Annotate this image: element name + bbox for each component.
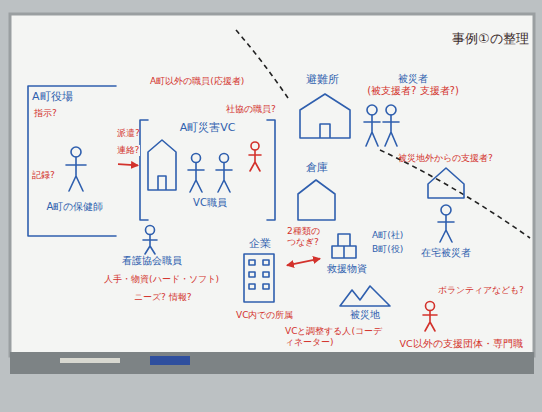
node-figure: 在宅被災者 — [418, 165, 474, 260]
person-icon — [383, 115, 399, 146]
node-figure: 被災地 — [335, 282, 395, 322]
arrow-connector — [118, 164, 138, 165]
person-icon — [216, 163, 232, 192]
person-icon — [249, 150, 261, 171]
node-label: VC以外の支援団体・専門職 — [399, 338, 522, 349]
marker — [60, 358, 120, 363]
blue-drawing — [28, 86, 464, 306]
marker — [150, 356, 190, 365]
node-figure: 被災者(被支援者? 支援者?) — [358, 72, 468, 150]
warehouse-icon — [298, 180, 335, 220]
handwritten-note: 記録? — [32, 170, 55, 181]
office-outline — [28, 86, 116, 236]
dashed-line — [236, 30, 288, 98]
handwritten-note: VCと調整する人(コーディネーター) — [285, 326, 390, 348]
node-label: 在宅被災者 — [421, 247, 471, 259]
node-label: A町役場 — [32, 90, 73, 103]
person-icon — [251, 142, 259, 150]
company-icon — [244, 254, 274, 302]
handwritten-note: 派遣? — [117, 128, 140, 139]
node-figure: A町災害VC VC職員 — [140, 120, 275, 220]
edge-label: 2種類のつなぎ? — [286, 226, 322, 248]
node-label: 倉庫 — [306, 161, 328, 174]
person-icon — [71, 147, 81, 157]
person-icon — [143, 235, 157, 255]
person-icon — [386, 105, 396, 115]
shelter-icon — [300, 94, 350, 138]
node-label: (被支援者? 支援者?) — [367, 85, 459, 97]
node-label: A町の保健師 — [47, 201, 104, 213]
person-icon — [426, 302, 435, 311]
person-icon — [188, 163, 204, 192]
person-icon — [441, 205, 451, 215]
board-title: 事例①の整理 — [452, 30, 529, 48]
handwritten-note: 社協の職員? — [226, 104, 276, 115]
node-label: 避難所 — [306, 73, 339, 86]
board — [10, 14, 534, 356]
handwritten-note: 人手・物資(ハード・ソフト) — [104, 274, 219, 285]
edge-label: 連絡? — [116, 145, 141, 156]
marker-tray — [10, 352, 534, 374]
person-icon — [66, 157, 86, 191]
node-figure: VC職員 — [180, 150, 240, 210]
handwritten-note: ボランティアなども? — [438, 285, 524, 296]
mountain-icon — [340, 286, 390, 306]
arrow-connector — [287, 259, 320, 266]
person-icon — [192, 154, 201, 163]
node-figure: 避難所 — [290, 72, 355, 140]
node-label: 救援物資 — [327, 263, 367, 275]
node-figure: VC以外の支援団体・専門職 — [397, 300, 525, 350]
node-label: 看護協会職員 — [122, 255, 182, 267]
handwritten-note: ニーズ? 情報? — [134, 292, 191, 303]
boundary-lines — [236, 30, 530, 238]
handwritten-note: VC内での所属 — [236, 310, 293, 321]
red-drawing — [249, 142, 437, 331]
node-figure: 看護協会職員 — [112, 224, 192, 268]
person-icon — [364, 115, 380, 146]
handwritten-note: A町(社) — [372, 230, 403, 241]
handwritten-note: A町以外の職員(応援者) — [150, 76, 244, 87]
node-label: A町災害VC — [180, 121, 236, 134]
node-figure: 倉庫 — [292, 160, 342, 222]
person-icon — [367, 105, 377, 115]
person-icon — [146, 226, 155, 235]
node-label: 被災者 — [398, 73, 428, 85]
node-label: 被災地 — [350, 309, 380, 321]
node-figure: 救援物資 — [322, 230, 372, 276]
handwritten-note: 指示? — [34, 108, 57, 119]
node-label: 企業 — [249, 237, 271, 250]
person-icon — [438, 215, 454, 242]
node-label: VC職員 — [193, 197, 227, 209]
handwritten-note: 被災地外からの支援者? — [398, 153, 493, 164]
person-icon — [423, 311, 437, 332]
vc-bracket — [140, 120, 275, 220]
supplies-icon — [332, 234, 356, 258]
building-icon — [148, 140, 176, 190]
person-icon — [220, 154, 229, 163]
dashed-line — [380, 150, 530, 238]
house-icon — [428, 168, 464, 198]
handwritten-note: B町(役) — [372, 244, 403, 255]
node-figure: 企業 — [235, 236, 285, 306]
